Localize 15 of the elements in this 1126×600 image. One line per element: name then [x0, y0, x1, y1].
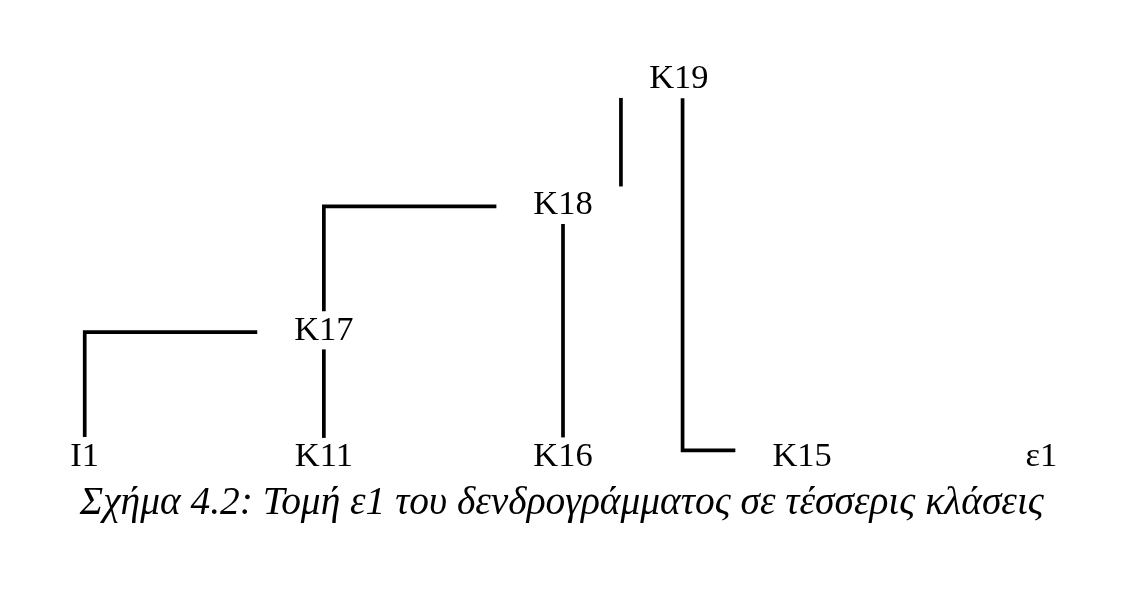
connector	[619, 97, 623, 187]
node-text: K17	[294, 308, 354, 347]
node-text: K19	[649, 57, 709, 96]
connector	[322, 204, 497, 312]
node-text: K16	[533, 434, 593, 473]
node-text: K15	[772, 434, 832, 473]
connector	[322, 349, 326, 438]
node-text: K11	[294, 434, 353, 473]
connector	[561, 224, 565, 438]
connector	[680, 98, 736, 453]
caption: Σχήμα 4.2: Τομή ε1 του δενδρογράμματος σε τέσσερις κλάσεις	[79, 478, 1044, 523]
label: ε1	[1025, 434, 1058, 473]
connector	[82, 330, 258, 438]
node-text: K18	[533, 183, 593, 222]
node-text: I1	[70, 434, 100, 473]
